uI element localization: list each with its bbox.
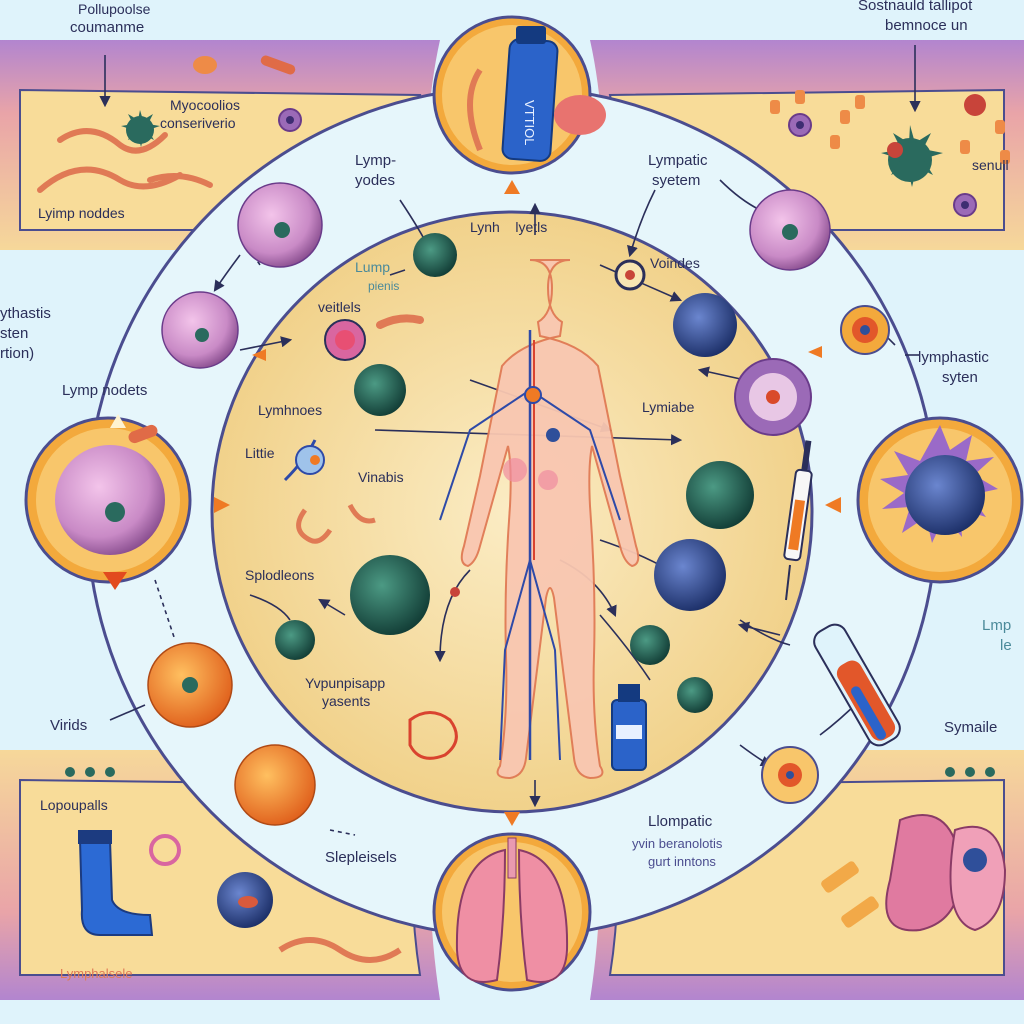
bottle-label: VTTIOL	[522, 100, 537, 146]
label-right-symaile: Symaile	[944, 719, 997, 736]
cell-red-right	[840, 305, 890, 355]
label-ring-lymp-yodes-2: yodes	[355, 172, 395, 189]
label-ring-lymph-lyetls: Lynh lyetls	[470, 219, 547, 235]
cell-pink-top-left	[237, 182, 323, 268]
label-inner-veitlels: veitlels	[318, 299, 361, 315]
cell-orange-bottom	[234, 744, 316, 826]
label-top-right-title-1: Sostnauld tallipot	[858, 0, 973, 14]
vial-small	[611, 684, 647, 771]
label-ring-voindes: Voindes	[650, 255, 700, 271]
label-inner-littie: Littie	[245, 445, 275, 461]
label-bottom-left-lop: Lopoupalls	[40, 797, 108, 813]
label-bottom-slepleisels: Slepleisels	[325, 849, 397, 866]
label-bottom-left-lym: Lymphalsele	[60, 966, 133, 981]
label-inner-yvp-1: Yvpunpisapp	[305, 675, 385, 691]
label-inner-lump-2: pienis	[368, 279, 399, 293]
label-inner-lymiabe: Lymiabe	[642, 399, 695, 415]
label-inner-splodleons: Splodleons	[245, 567, 314, 583]
label-ring-lymphatic-2: syetem	[652, 172, 700, 189]
label-top-left-myco-2: conseriverio	[160, 115, 236, 131]
label-left-side-2: sten	[0, 325, 28, 342]
cell-orange-left	[147, 642, 233, 728]
label-inner-yvp-2: yasents	[322, 693, 370, 709]
label-right-lmp-1: Lmp	[982, 617, 1011, 634]
human-body	[439, 259, 640, 780]
label-right-lmp-2: le	[1000, 637, 1012, 654]
label-right-lymphastic-2: syten	[942, 369, 978, 386]
inset-top-bottle: VTTIOL	[432, 15, 606, 175]
label-inner-vinabis: Vinabis	[358, 469, 404, 485]
inset-right-cell	[856, 416, 1024, 584]
label-top-right-senul: senull	[972, 157, 1009, 173]
inset-bottom-lungs	[432, 832, 592, 992]
inset-left-cell	[24, 414, 192, 590]
label-inner-lymhnoes: Lymhnoes	[258, 402, 322, 418]
label-bottom-llompatic-1: Llompatic	[648, 813, 713, 830]
connector-arrows	[214, 180, 841, 826]
cell-pink-top-right	[749, 189, 831, 271]
cell-pink-left	[161, 291, 239, 369]
label-lymp-nodets: Lymp nodets	[62, 382, 147, 399]
label-ring-lymp-yodes-1: Lymp-	[355, 152, 396, 169]
label-top-left-title-2: coumanme	[70, 19, 144, 36]
label-ring-lymphatic-1: Lympatic	[648, 152, 708, 169]
label-top-left-myco-1: Myocoolios	[170, 97, 240, 113]
inner-cells	[275, 233, 812, 760]
label-bottom-llompatic-3: gurt inntons	[648, 854, 716, 869]
test-tube	[813, 623, 901, 747]
label-bottom-llompatic-2: yvin beranolotis	[632, 836, 723, 851]
label-top-left-title-1: Pollupoolse	[78, 1, 151, 17]
label-top-left-lymp: Lyimp noddes	[38, 205, 125, 221]
label-left-side-1: ythastis	[0, 305, 51, 322]
label-top-right-title-2: bemnoce un	[885, 17, 968, 34]
label-left-side-3: rtion)	[0, 345, 34, 362]
label-right-lymphastic-1: lymphastic	[918, 349, 989, 366]
label-inner-lump-1: Lump	[355, 259, 390, 275]
cell-star-bottom-right	[761, 746, 819, 804]
label-virids: Virids	[50, 717, 87, 734]
syringe	[783, 440, 813, 601]
